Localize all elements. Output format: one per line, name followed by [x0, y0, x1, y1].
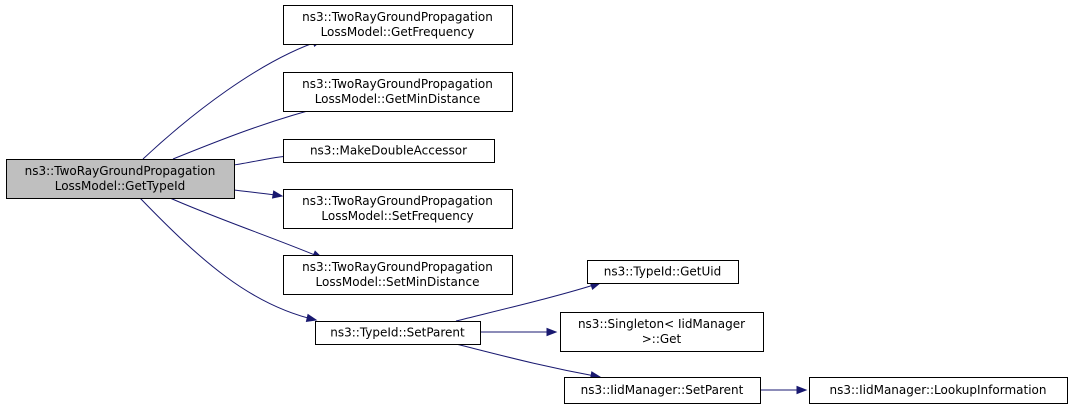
node-label-line: ns3::TypeId::GetUid [604, 265, 722, 279]
node-makedouble[interactable]: ns3::MakeDoubleAccessor [283, 139, 495, 163]
nodes-layer: ns3::TwoRayGroundPropagationLossModel::G… [6, 5, 1068, 404]
node-setmindist[interactable]: ns3::TwoRayGroundPropagationLossModel::S… [283, 255, 513, 295]
node-setparent[interactable]: ns3::TypeId::SetParent [315, 321, 481, 345]
node-box[interactable] [315, 321, 481, 345]
edge-root-to-setfreq [233, 189, 284, 199]
node-box[interactable] [283, 189, 513, 229]
arrow-head-icon [271, 190, 284, 199]
node-singletonget[interactable]: ns3::Singleton< IidManager>::Get [560, 312, 764, 352]
node-label-line: ns3::Singleton< IidManager [578, 317, 745, 331]
node-label-line: ns3::TwoRayGroundPropagation [302, 194, 493, 208]
node-box[interactable] [587, 260, 739, 284]
node-label-line: ns3::TwoRayGroundPropagation [302, 260, 493, 274]
node-getuid[interactable]: ns3::TypeId::GetUid [587, 260, 739, 284]
node-label-line: ns3::TwoRayGroundPropagation [302, 10, 493, 24]
arrow-head-icon [305, 313, 318, 323]
node-box[interactable] [283, 255, 513, 295]
node-getfreq[interactable]: ns3::TwoRayGroundPropagationLossModel::G… [283, 5, 513, 45]
node-label-line: >::Get [642, 332, 682, 346]
node-label-line: LossModel::GetFrequency [321, 25, 475, 39]
node-label-line: ns3::TypeId::SetParent [330, 326, 465, 340]
node-label-line: LossModel::GetTypeId [55, 179, 186, 193]
edge-line [139, 197, 317, 321]
node-lookup[interactable]: ns3::IidManager::LookupInformation [809, 377, 1068, 404]
node-box[interactable] [564, 377, 761, 404]
edge-line [142, 39, 323, 160]
node-label-line: LossModel::GetMinDistance [315, 92, 481, 106]
edge-iidsetparent-to-lookup [760, 385, 808, 395]
node-box[interactable] [283, 139, 495, 163]
arrow-head-icon [546, 327, 558, 337]
node-label-line: ns3::TwoRayGroundPropagation [25, 164, 216, 178]
node-label-line: ns3::IidManager::LookupInformation [830, 383, 1047, 397]
node-box[interactable] [283, 5, 513, 45]
edge-setparent-to-singletonget [480, 327, 558, 337]
node-label-line: ns3::IidManager::SetParent [581, 383, 744, 397]
edge-line [455, 343, 601, 378]
node-box[interactable] [809, 377, 1068, 404]
node-getmindist[interactable]: ns3::TwoRayGroundPropagationLossModel::G… [283, 72, 513, 112]
node-label-line: LossModel::SetMinDistance [316, 275, 480, 289]
node-box[interactable] [283, 72, 513, 112]
node-iidsetparent[interactable]: ns3::IidManager::SetParent [564, 377, 761, 404]
node-setfreq[interactable]: ns3::TwoRayGroundPropagationLossModel::S… [283, 189, 513, 229]
node-label-line: ns3::MakeDoubleAccessor [310, 144, 467, 158]
node-label-line: ns3::TwoRayGroundPropagation [302, 77, 493, 91]
edge-root-to-setparent [139, 197, 318, 323]
edge-line [169, 197, 323, 259]
node-label-line: LossModel::SetFrequency [321, 209, 473, 223]
edge-line [455, 282, 601, 322]
arrow-head-icon [796, 385, 808, 395]
node-box[interactable] [560, 312, 764, 352]
node-root: ns3::TwoRayGroundPropagationLossModel::G… [6, 159, 235, 199]
node-box [6, 159, 235, 199]
